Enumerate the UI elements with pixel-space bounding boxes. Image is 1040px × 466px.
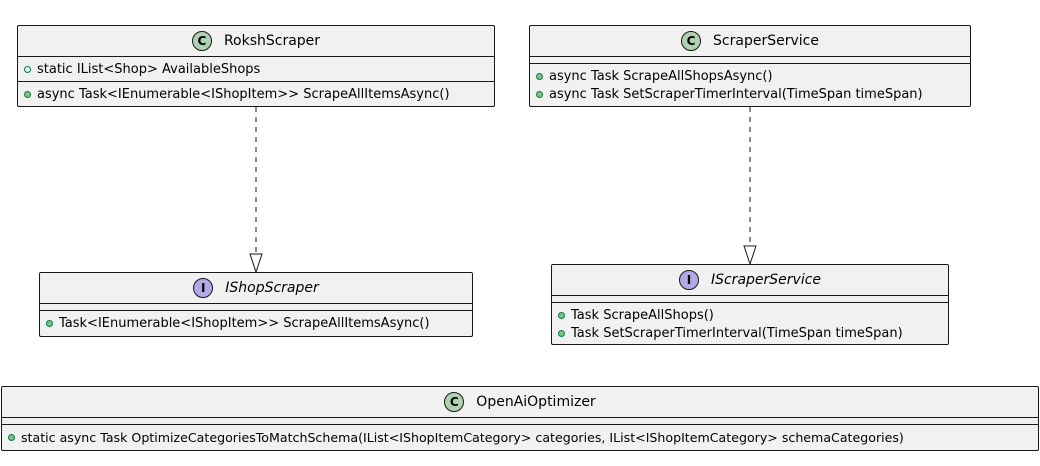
method-text: static async Task OptimizeCategoriesToMa… [21,429,904,445]
interface-header: I IScraperService [552,265,948,296]
relation-roksh-to-ishopscraper [249,107,263,274]
public-visibility-icon [536,90,543,98]
interface-stereotype-icon: I [678,270,699,290]
realization-arrowhead-icon [743,245,757,266]
field-text: static IList<Shop> AvailableShops [37,61,261,77]
class-name: RokshScraper [223,33,321,49]
interface-box-ishopscraper[interactable]: I IShopScraper Task<IEnumerable<IShopIte… [39,272,473,337]
package-visibility-icon [24,65,31,73]
methods-compartment: Task ScrapeAllShops() Task SetScraperTim… [552,303,948,345]
method-row: async Task<IEnumerable<IShopItem>> Scrap… [24,85,494,103]
field-row: static IList<Shop> AvailableShops [24,60,494,78]
methods-compartment: static async Task OptimizeCategoriesToMa… [2,425,1038,449]
interface-stereotype-icon: I [193,278,214,298]
class-name: ScraperService [713,33,819,49]
method-row: Task SetScraperTimerInterval(TimeSpan ti… [558,324,948,342]
methods-compartment: async Task<IEnumerable<IShopItem>> Scrap… [18,82,494,106]
method-row: static async Task OptimizeCategoriesToMa… [8,428,1038,446]
method-text: async Task<IEnumerable<IShopItem>> Scrap… [37,86,450,102]
interface-name: IShopScraper [225,280,319,296]
class-box-scraperservice[interactable]: C ScraperService async Task ScrapeAllSho… [529,25,971,107]
public-visibility-icon [8,433,15,441]
interface-header: I IShopScraper [40,273,472,304]
method-text: Task ScrapeAllShops() [571,307,714,323]
public-visibility-icon [558,311,565,319]
method-row: Task<IEnumerable<IShopItem>> ScrapeAllIt… [46,314,472,332]
method-row: async Task ScrapeAllShopsAsync() [536,67,970,85]
class-stereotype-icon: C [681,31,702,51]
class-header: C RokshScraper [18,26,494,57]
class-header: C ScraperService [530,26,970,57]
fields-compartment [2,418,1038,425]
methods-compartment: async Task ScrapeAllShopsAsync() async T… [530,64,970,106]
public-visibility-icon [46,319,53,327]
class-box-rokshscraper[interactable]: C RokshScraper static IList<Shop> Availa… [17,25,495,107]
public-visibility-icon [558,329,565,337]
class-box-openaioptimizer[interactable]: C OpenAiOptimizer static async Task Opti… [1,386,1039,451]
class-name: OpenAiOptimizer [476,394,596,410]
class-stereotype-icon: C [191,31,212,51]
method-row: Task ScrapeAllShops() [558,306,948,324]
interface-box-iscraperservice[interactable]: I IScraperService Task ScrapeAllShops() … [551,264,949,345]
methods-compartment: Task<IEnumerable<IShopItem>> ScrapeAllIt… [40,311,472,335]
public-visibility-icon [24,90,31,98]
class-stereotype-icon: C [444,392,465,412]
public-visibility-icon [536,72,543,80]
fields-compartment [40,304,472,311]
fields-compartment [530,57,970,64]
method-text: Task SetScraperTimerInterval(TimeSpan ti… [571,325,903,341]
method-text: async Task ScrapeAllShopsAsync() [549,68,773,84]
method-text: Task<IEnumerable<IShopItem>> ScrapeAllIt… [59,315,430,331]
fields-compartment: static IList<Shop> AvailableShops [18,57,494,82]
method-row: async Task SetScraperTimerInterval(TimeS… [536,85,970,103]
class-header: C OpenAiOptimizer [2,387,1038,418]
relation-scraperservice-to-iscraperservice [743,107,757,266]
realization-arrowhead-icon [249,253,263,274]
interface-name: IScraperService [710,272,822,288]
method-text: async Task SetScraperTimerInterval(TimeS… [549,86,923,102]
fields-compartment [552,296,948,303]
